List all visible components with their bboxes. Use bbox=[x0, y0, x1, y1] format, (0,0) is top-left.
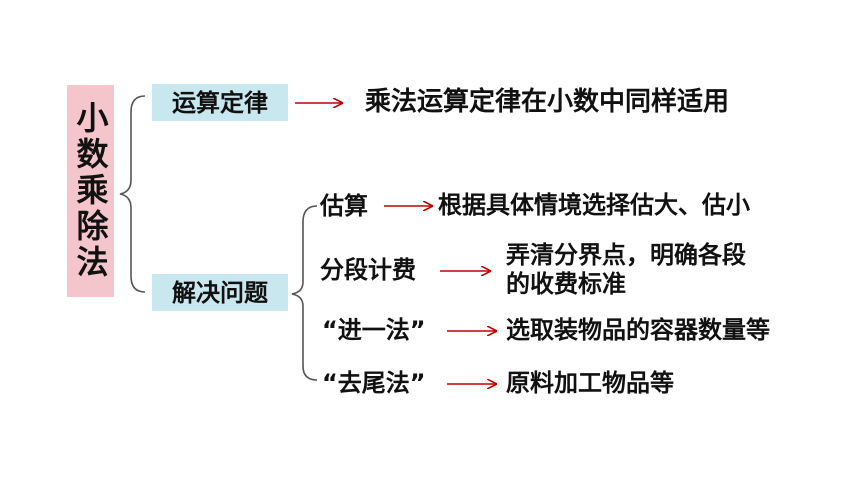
sub-brace bbox=[291, 205, 318, 381]
item-tiered-desc-line1: 弄清分界点，明确各段 bbox=[506, 241, 746, 269]
root-label: 小数乘除法 bbox=[71, 101, 110, 281]
item-estimate-label: 估算 bbox=[320, 192, 368, 220]
category-rules: 运算定律 bbox=[152, 84, 288, 121]
item-tiered-desc-line2: 的收费标准 bbox=[506, 270, 626, 298]
main-brace bbox=[119, 95, 146, 293]
item-round-up-label: “进一法” bbox=[322, 316, 426, 344]
rules-note: 乘法运算定律在小数中同样适用 bbox=[365, 87, 730, 117]
item-tiered-label: 分段计费 bbox=[320, 256, 416, 284]
category-rules-label: 运算定律 bbox=[172, 88, 268, 117]
item-truncate-desc: 原料加工物品等 bbox=[506, 369, 674, 397]
item-round-up-desc: 选取装物品的容器数量等 bbox=[506, 316, 770, 344]
item-estimate-desc: 根据具体情境选择估大、估小 bbox=[438, 191, 750, 219]
category-problems: 解决问题 bbox=[152, 274, 288, 311]
category-problems-label: 解决问题 bbox=[172, 278, 268, 307]
root-node: 小数乘除法 bbox=[67, 85, 114, 297]
item-truncate-label: “去尾法” bbox=[322, 369, 426, 397]
